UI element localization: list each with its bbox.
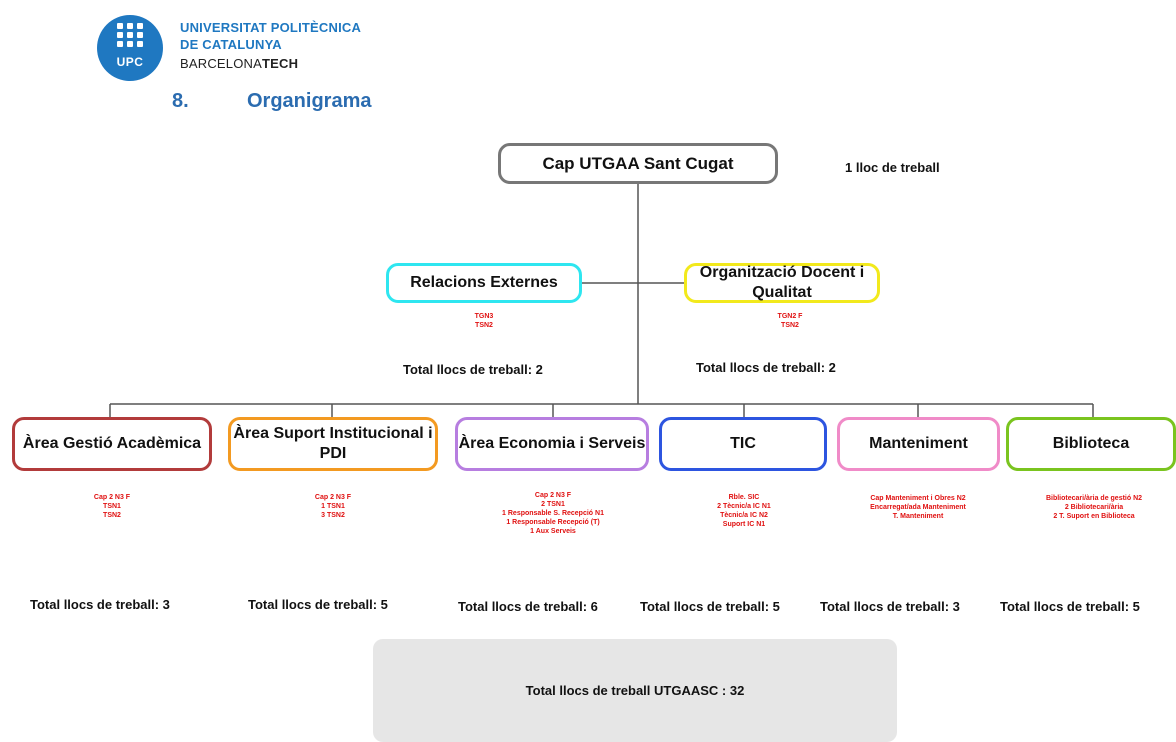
post-item: Encarregat/ada Manteniment: [870, 504, 966, 512]
post-item: TSN2: [103, 512, 121, 520]
area-economia-serveis-posts: Cap 2 N3 F 2 TSN1 1 Responsable S. Recep…: [470, 491, 636, 536]
tic-posts: Rble. SIC 2 Tècnic/a IC N1 Tècnic/a IC N…: [684, 493, 804, 529]
post-item: 2 T. Suport en Biblioteca: [1053, 513, 1135, 521]
post-item: Cap Manteniment i Obres N2: [870, 495, 966, 502]
post-item: 3 TSN2: [321, 512, 345, 520]
post-item: 1 Responsable Recepció (T): [506, 519, 600, 527]
area-gestio-academica-total: Total llocs de treball: 3: [30, 597, 170, 612]
post-item: 1 Responsable S. Recepció N1: [502, 510, 604, 518]
top-headcount-note: 1 lloc de treball: [845, 160, 940, 175]
area-economia-serveis-total: Total llocs de treball: 6: [458, 599, 598, 614]
grand-total-box: Total llocs de treball UTGAASC : 32: [373, 639, 897, 742]
manteniment-total: Total llocs de treball: 3: [820, 599, 960, 614]
post-item: 1 Aux Serveis: [530, 528, 576, 536]
post-item: T. Manteniment: [892, 513, 944, 521]
post-item: Rble. SIC: [728, 494, 760, 501]
post-item: 2 Bibliotecari/ària: [1064, 504, 1124, 512]
post-item: TSN2: [475, 322, 493, 330]
post-item: 2 TSN1: [541, 501, 565, 509]
campus-suffix: TECH: [262, 56, 299, 71]
post-item: Bibliotecari/ària de gestió N2: [1045, 495, 1143, 502]
tic-box: TIC: [659, 417, 827, 471]
biblioteca-total: Total llocs de treball: 5: [1000, 599, 1140, 614]
organitzacio-docent-posts: TGN2 F TSN2: [730, 312, 850, 330]
logo-dots-icon: [117, 23, 145, 51]
relacions-externes-box: Relacions Externes: [386, 263, 582, 303]
post-item: Suport IC N1: [722, 521, 766, 529]
post-item: 2 Tècnic/a IC N1: [717, 503, 771, 511]
area-suport-institucional-posts: Cap 2 N3 F 1 TSN1 3 TSN2: [268, 493, 398, 520]
grand-total-text: Total llocs de treball UTGAASC : 32: [525, 683, 745, 698]
cap-utgaa-box: Cap UTGAA Sant Cugat: [498, 143, 778, 184]
manteniment-posts: Cap Manteniment i Obres N2 Encarregat/ad…: [838, 494, 998, 521]
university-name-line1: UNIVERSITAT POLITÈCNICA: [180, 20, 362, 35]
tic-total: Total llocs de treball: 5: [640, 599, 780, 614]
biblioteca-posts: Bibliotecari/ària de gestió N2 2 Bibliot…: [1016, 494, 1172, 521]
campus-name: BARCELONA: [180, 56, 262, 71]
post-item: TSN1: [103, 503, 121, 511]
section-title: Organigrama: [247, 90, 372, 112]
area-economia-serveis-box: Àrea Economia i Serveis: [455, 417, 649, 471]
organitzacio-docent-box: Organització Docent i Qualitat: [684, 263, 880, 303]
area-suport-institucional-box: Àrea Suport Institucional i PDI: [228, 417, 438, 471]
biblioteca-box: Biblioteca: [1006, 417, 1176, 471]
university-name-line2: DE CATALUNYA: [180, 37, 282, 52]
post-item: TGN3: [474, 313, 494, 320]
post-item: TSN2: [781, 322, 799, 330]
area-gestio-academica-box: Àrea Gestió Acadèmica: [12, 417, 212, 471]
post-item: Tècnic/a IC N2: [720, 512, 768, 520]
relacions-externes-posts: TGN3 TSN2: [424, 312, 544, 330]
relacions-externes-total: Total llocs de treball: 2: [403, 362, 543, 377]
organitzacio-docent-total: Total llocs de treball: 2: [696, 360, 836, 375]
area-suport-institucional-total: Total llocs de treball: 5: [248, 597, 388, 612]
section-number: 8.: [172, 90, 189, 112]
post-item: Cap 2 N3 F: [93, 494, 131, 501]
post-item: 1 TSN1: [321, 503, 345, 511]
post-item: TGN2 F: [777, 313, 803, 320]
area-gestio-academica-posts: Cap 2 N3 F TSN1 TSN2: [42, 493, 182, 520]
logo-text: UPC: [116, 55, 144, 69]
post-item: Cap 2 N3 F: [534, 492, 572, 499]
post-item: Cap 2 N3 F: [314, 494, 352, 501]
manteniment-box: Manteniment: [837, 417, 1000, 471]
university-name-line3: BARCELONATECH: [180, 56, 298, 71]
